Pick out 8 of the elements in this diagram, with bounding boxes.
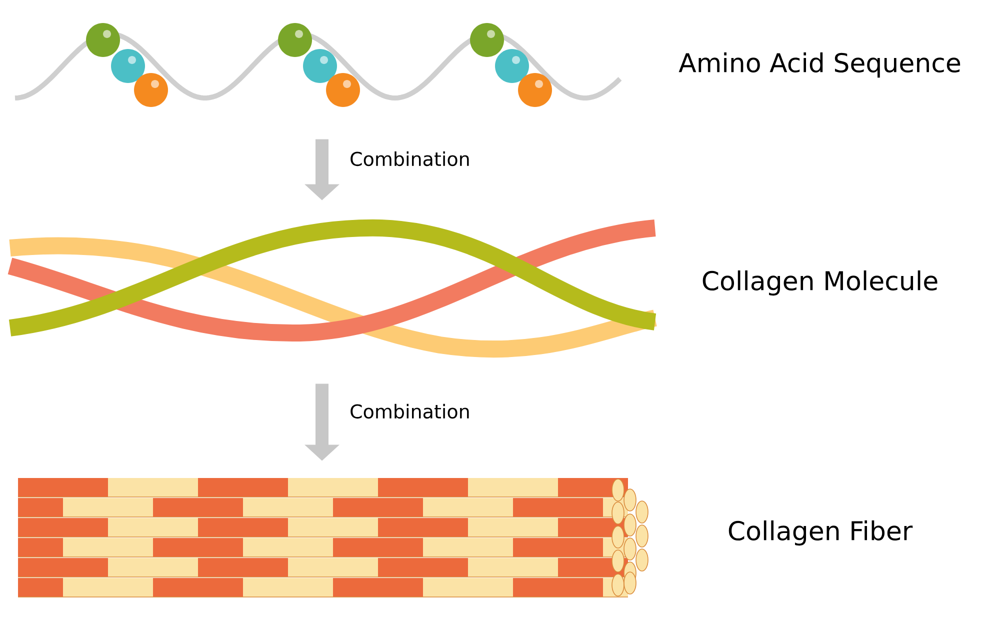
title-label: Collagen Fiber bbox=[728, 520, 913, 546]
fiber-bundle-drawing bbox=[18, 478, 648, 598]
edge-label: Combination bbox=[350, 404, 469, 419]
title-label: Collagen Molecule bbox=[702, 270, 938, 296]
amino-acid-chain-drawing bbox=[14, 23, 622, 107]
triple-helix-drawing bbox=[8, 220, 657, 358]
edge-label: Combination bbox=[350, 151, 469, 166]
title-label: Amino Acid Sequence bbox=[678, 52, 960, 78]
